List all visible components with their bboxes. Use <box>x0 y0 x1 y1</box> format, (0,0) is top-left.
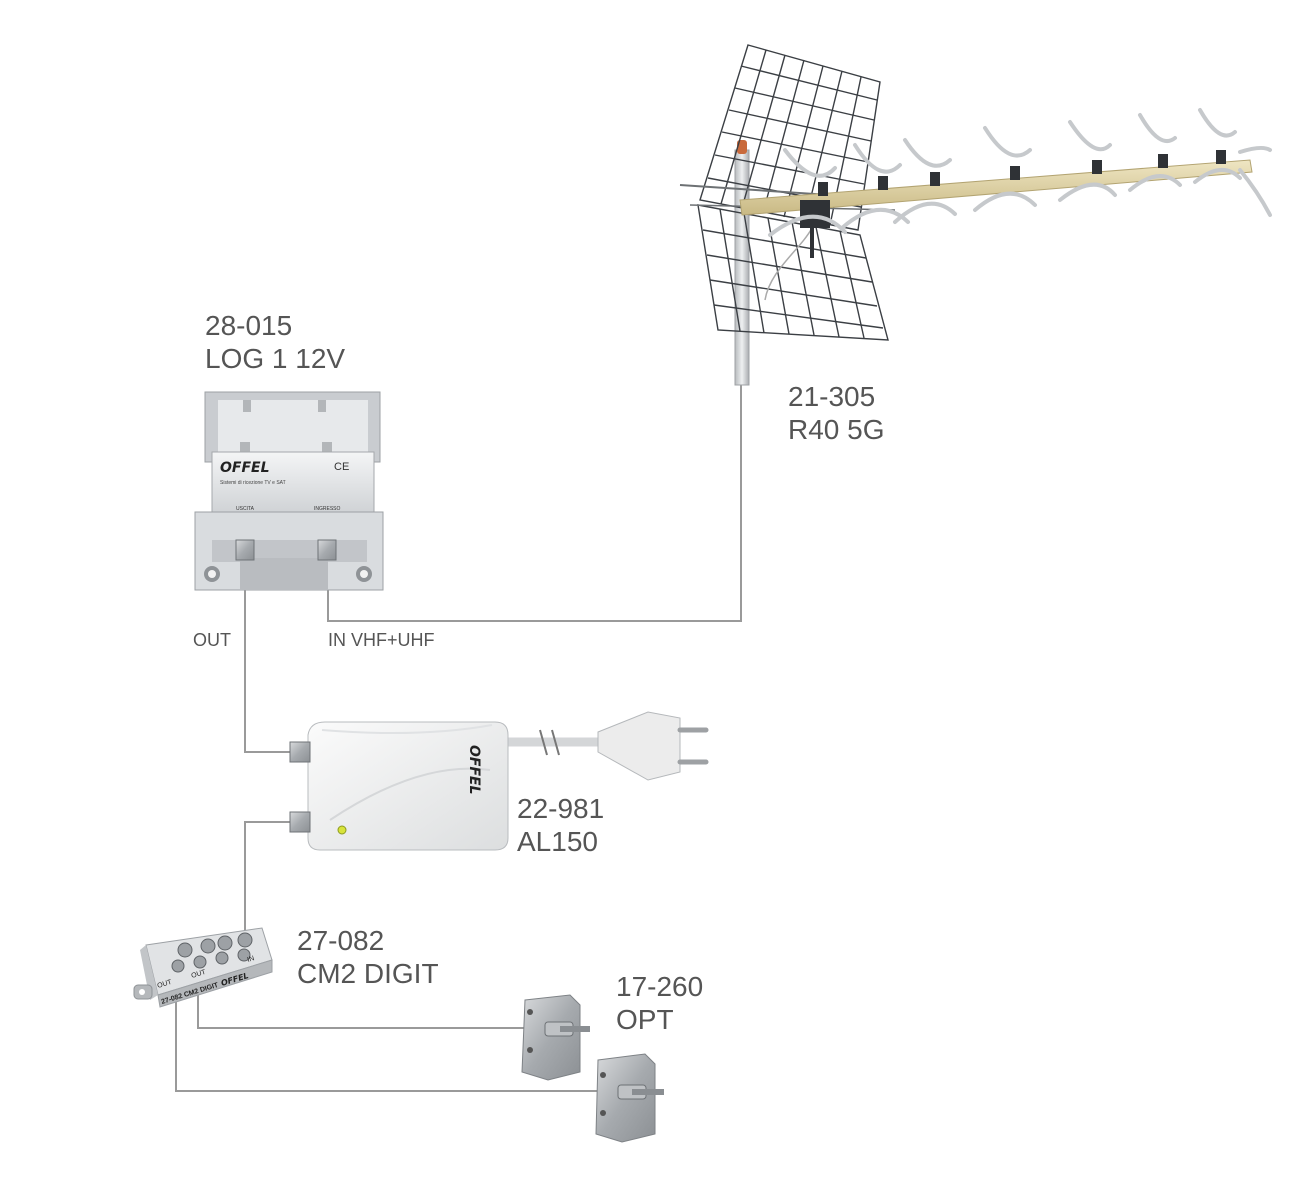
splitter-out-b-label: OUT <box>191 969 208 980</box>
outlet-code-label: 17-260 <box>616 971 704 1002</box>
cables <box>175 385 742 1092</box>
power-supply-code-label: 22-981 <box>517 793 605 824</box>
in-connection-label: IN VHF+UHF <box>328 630 435 650</box>
antenna-model-label: R40 5G <box>788 414 885 445</box>
antenna-boom <box>739 159 1253 216</box>
amplifier-model-label: LOG 1 12V <box>205 343 346 374</box>
power-supply-model-label: AL150 <box>517 826 598 857</box>
outlet-model-label: OPT <box>616 1004 674 1035</box>
amplifier-port-out-label: USCITA <box>236 506 255 512</box>
amplifier-code-label: 28-015 <box>205 310 293 341</box>
outlet-17-260-b <box>595 1053 664 1143</box>
cable-splitter-to-outlet-2 <box>175 990 598 1092</box>
amplifier-connectors <box>235 539 337 561</box>
antenna-reflector-lower <box>697 204 889 341</box>
amplifier-brand: OFFEL <box>220 460 270 476</box>
antenna-code-label: 21-305 <box>788 381 876 412</box>
splitter-code-label: 27-082 <box>297 925 385 956</box>
power-supply-brand: OFFEL <box>466 745 482 795</box>
antenna-directors <box>768 108 1272 237</box>
ce-mark: CE <box>334 461 349 473</box>
amplifier-port-in-label: INGRESSO <box>314 506 341 512</box>
power-supply-22-981: OFFEL <box>289 711 709 851</box>
outlet-17-260-a <box>521 994 590 1081</box>
cable-power-supply-to-splitter <box>244 821 292 940</box>
splitter-model-label: CM2 DIGIT <box>297 958 439 989</box>
cable-antenna-to-amplifier <box>327 385 742 622</box>
power-led <box>337 825 347 835</box>
splitter-out-a-label: OUT <box>157 979 174 990</box>
splitter-in-label: IN <box>247 955 256 964</box>
cable-splitter-to-outlet-1 <box>197 990 525 1029</box>
out-connection-label: OUT <box>193 630 231 650</box>
splitter-27-082: OUT OUT IN 27-082 CM2 DIGIT OFFEL <box>133 927 273 1008</box>
cable-amplifier-to-power-supply <box>244 580 292 753</box>
power-plug <box>597 711 681 781</box>
amplifier-28-015: OFFEL Sistemi di ricezione TV e SAT CE U… <box>194 391 384 591</box>
amplifier-subtitle: Sistemi di ricezione TV e SAT <box>220 480 286 486</box>
antenna-21-305 <box>679 44 1272 386</box>
